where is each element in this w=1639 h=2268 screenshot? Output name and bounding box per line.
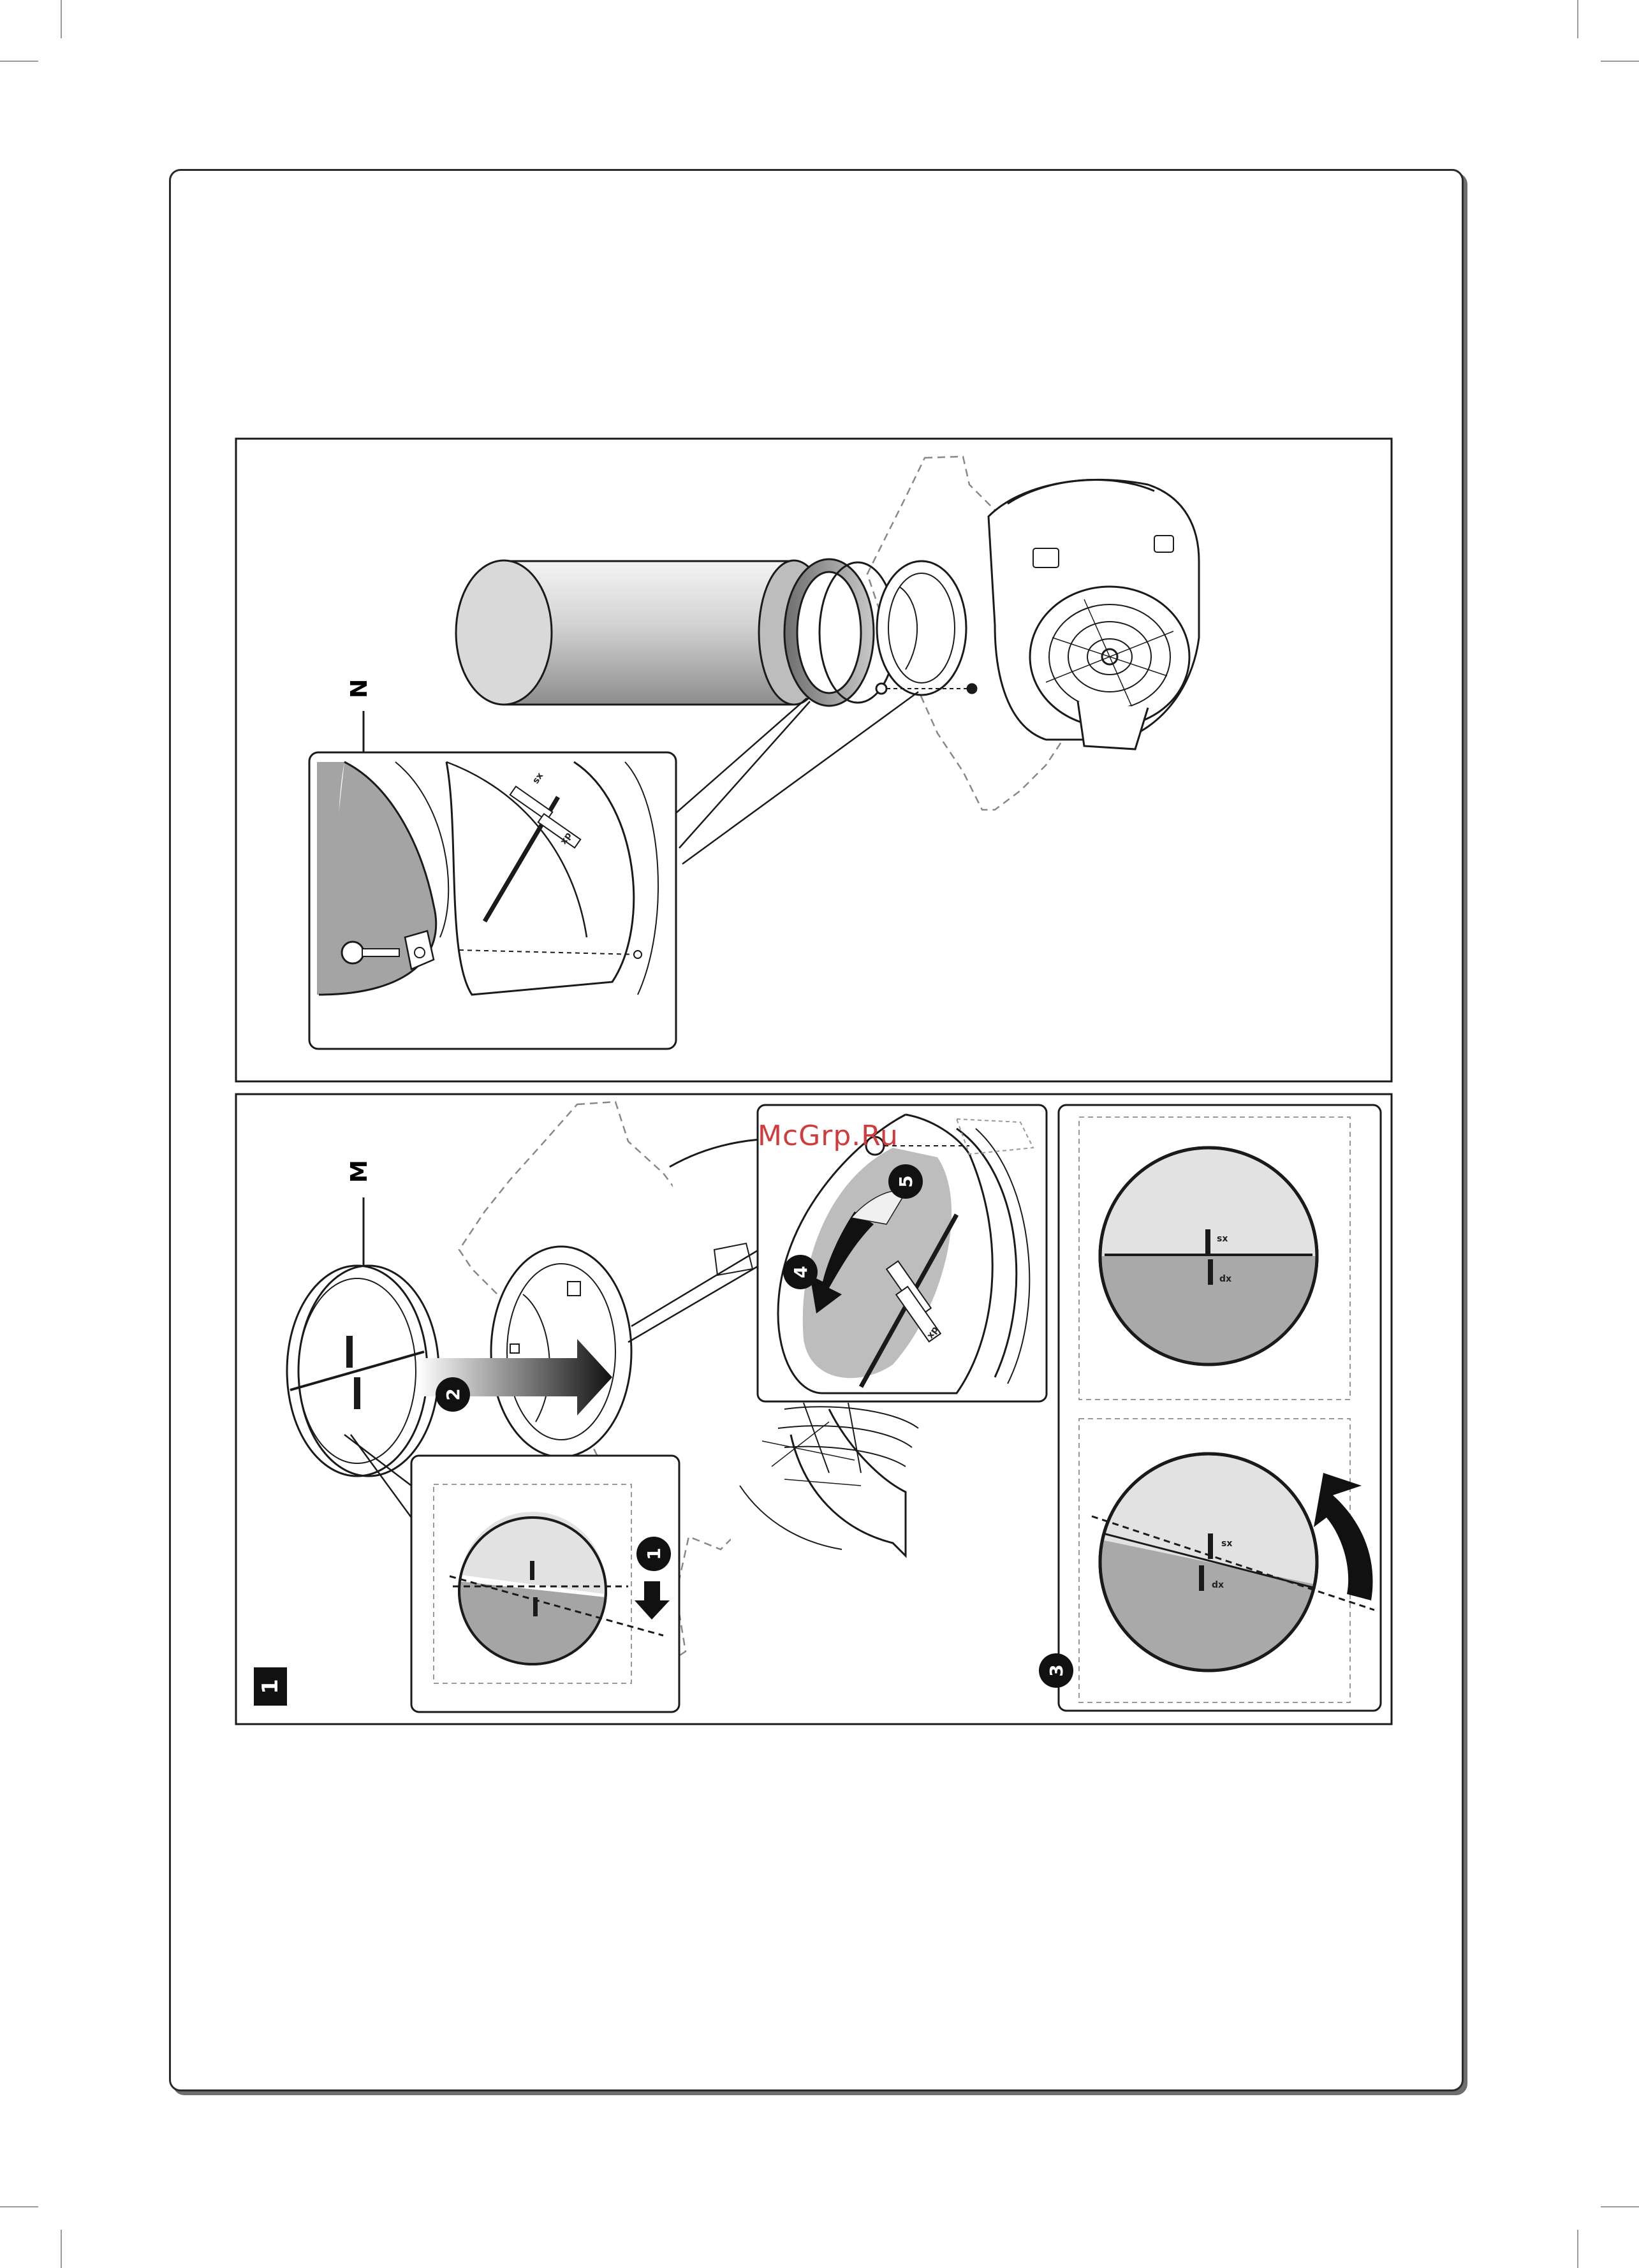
figure-number: 1 — [254, 1667, 287, 1706]
label-m: M — [346, 1160, 372, 1183]
svg-text:2: 2 — [443, 1388, 464, 1400]
step-badge-2: 2 — [436, 1377, 470, 1412]
step-badge-5: 5 — [888, 1164, 923, 1199]
svg-text:3: 3 — [1046, 1664, 1067, 1676]
svg-text:1: 1 — [258, 1679, 283, 1694]
svg-text:1: 1 — [643, 1547, 665, 1560]
label-n: N — [346, 679, 372, 698]
svg-text:4: 4 — [790, 1266, 811, 1278]
svg-text:5: 5 — [895, 1175, 916, 1187]
watermark: McGrp.Ru — [758, 1120, 899, 1152]
sx-label: sx — [1221, 1539, 1232, 1549]
detail-inset-n: sx dx — [309, 752, 676, 1049]
sx-label: sx — [1217, 1234, 1228, 1244]
panel-step3: sx dx sx dx — [1059, 1105, 1381, 1711]
step-badge-3: 3 — [1039, 1653, 1073, 1688]
valve-housing — [876, 561, 976, 695]
dx-label: dx — [1212, 1580, 1224, 1590]
step-badge-4: 4 — [783, 1255, 818, 1289]
dx-label: dx — [1219, 1274, 1231, 1284]
zoom-leader — [676, 692, 918, 864]
blower-motor — [989, 479, 1199, 749]
flap-m — [287, 1266, 439, 1476]
detail-inset-step1 — [411, 1456, 679, 1712]
duct-pipe — [456, 560, 829, 705]
step-badge-1: 1 — [636, 1537, 671, 1571]
valve-housing-bottom — [491, 1247, 631, 1457]
